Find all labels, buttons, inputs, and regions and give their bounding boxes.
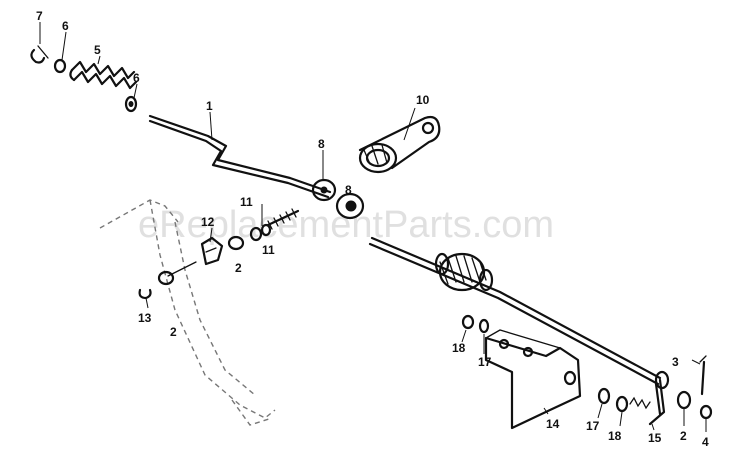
callout-17-lower: 17 [586,419,600,433]
clip-7 [30,45,49,64]
collar-8 [311,178,337,202]
rod-1 [148,114,332,199]
washers-11 [249,223,272,242]
washer-18-upper [461,314,475,330]
callout-14: 14 [546,417,560,431]
callout-2-mid: 2 [235,261,242,275]
callout-8-lower: 8 [345,183,352,197]
clip-13 [138,288,152,300]
callout-2-left: 2 [170,325,177,339]
callout-6-left: 6 [62,19,69,33]
bracket-14 [484,329,582,430]
callout-15: 15 [648,431,662,445]
watermark-text: eReplacementParts.com [138,204,554,246]
nut-4 [699,404,713,420]
callout-8-upper: 8 [318,137,325,151]
washer-2-right [676,390,692,410]
lower-coil [434,252,494,292]
washer-17-lower [597,387,611,405]
spring-11 [266,208,300,230]
callout-1: 1 [206,99,213,113]
arm-10 [358,115,441,174]
callout-2-right: 2 [680,429,687,443]
callout-3: 3 [672,355,679,369]
callout-13: 13 [138,311,152,325]
callout-7: 7 [36,9,43,23]
lower-rod [368,236,662,386]
callout-5: 5 [94,43,101,57]
link-15 [648,370,670,426]
washer-6-right [124,95,138,113]
callout-10: 10 [416,93,430,107]
callout-11-upper: 11 [240,195,253,209]
washer-9 [335,192,365,220]
small-spring [629,396,651,410]
spring-5 [69,60,138,90]
callout-labels: 7 6 5 6 1 10 8 8 11 11 12 2 13 2 18 17 1… [36,9,709,449]
frame-outline [99,199,276,426]
pin-3 [699,355,707,396]
washer-2-left [157,270,175,286]
pin-line-left [167,261,197,277]
leader-lines [39,22,707,432]
washer-6-left [53,58,67,74]
washer-18-lower [615,395,629,413]
washer-17-upper [478,318,490,334]
callout-6-right: 6 [133,71,140,85]
callout-17-upper: 17 [478,355,492,369]
callout-12: 12 [201,215,215,229]
callout-11-lower: 11 [262,243,275,257]
callout-18-lower: 18 [608,429,622,443]
washer-2-mid [227,235,245,251]
callout-4: 4 [702,435,709,449]
callout-18-upper: 18 [452,341,466,355]
